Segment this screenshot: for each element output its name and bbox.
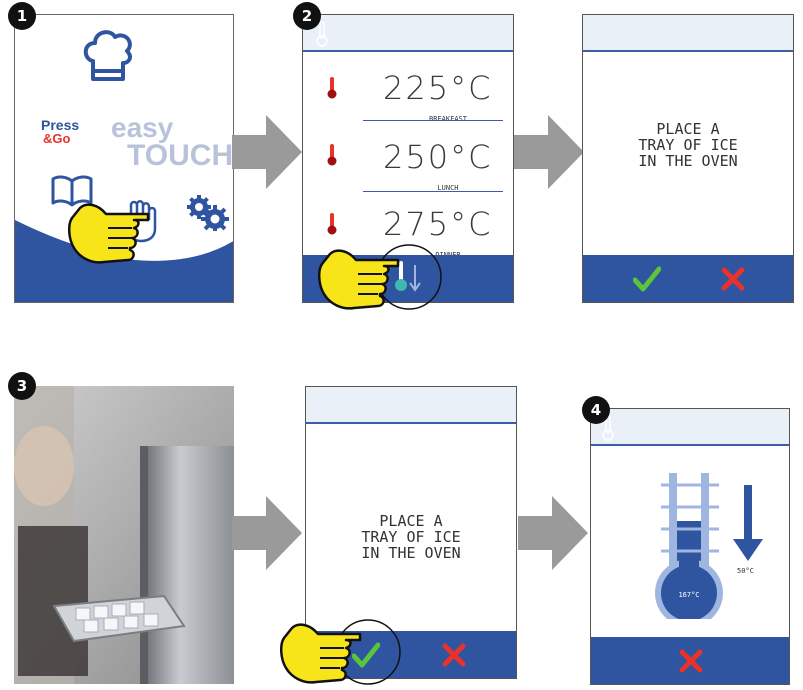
flow-arrow-3 (232, 496, 302, 570)
thermometer-icon (327, 213, 337, 235)
preset-temp: 250°C (383, 138, 492, 176)
pointing-hand-icon (280, 618, 362, 686)
preset-temp: 225°C (383, 69, 492, 107)
flow-arrow-2 (514, 115, 584, 189)
pointing-hand-icon (68, 198, 150, 266)
flow-arrow-1 (232, 115, 302, 189)
go-text: &Go (41, 132, 89, 145)
chef-hat-icon[interactable] (81, 27, 135, 85)
cancel-button[interactable] (671, 637, 711, 684)
gears-icon[interactable] (187, 195, 229, 231)
press-and-go-logo[interactable]: Press &Go (41, 119, 89, 145)
cancel-button[interactable] (434, 631, 474, 678)
easy-touch-logo: easy TOUCH (111, 115, 233, 171)
down-arrow-icon (733, 485, 763, 561)
step-4-badge: 4 (582, 396, 610, 424)
confirm-screen-panel: PLACE A TRAY OF ICE IN THE OVEN (582, 14, 794, 303)
cross-icon (679, 649, 703, 673)
cancel-button[interactable] (713, 255, 753, 302)
touch-text: TOUCH (111, 141, 233, 171)
confirm-topbar (306, 387, 516, 424)
thermometer-icon (327, 77, 337, 99)
flow-arrow-4 (518, 496, 588, 570)
preset-separator (363, 191, 503, 192)
step-3-badge: 3 (8, 372, 36, 400)
current-temp: 167°C (673, 591, 705, 599)
preset-row-lunch[interactable]: 250°C LUNCH (303, 128, 513, 192)
cross-icon (442, 643, 466, 667)
easy-text: easy (111, 115, 233, 141)
step-1-badge: 1 (8, 2, 36, 30)
confirm-message: PLACE A TRAY OF ICE IN THE OVEN (306, 513, 516, 561)
cross-icon (721, 267, 745, 291)
preset-row-breakfast[interactable]: 225°C BREAKFAST (303, 59, 513, 123)
confirm-bottombar (583, 255, 793, 302)
cooling-topbar (591, 409, 789, 446)
preset-temp: 275°C (383, 205, 492, 243)
cooling-screen-panel: 167°C 50°C (590, 408, 790, 685)
preset-separator (363, 120, 503, 121)
confirm-button[interactable] (627, 255, 667, 302)
preset-label: BREAKFAST (383, 115, 513, 123)
step-2-badge: 2 (293, 2, 321, 30)
photo-panel (14, 386, 234, 684)
presets-topbar (303, 15, 513, 52)
check-icon (633, 266, 661, 292)
thermometer-icon (327, 144, 337, 166)
target-temp: 50°C (737, 567, 754, 575)
cooling-bottombar (591, 637, 789, 684)
confirm-topbar (583, 15, 793, 52)
pointing-hand-icon (318, 244, 400, 312)
oven-ice-photo (14, 386, 234, 684)
confirm-message: PLACE A TRAY OF ICE IN THE OVEN (583, 121, 793, 169)
